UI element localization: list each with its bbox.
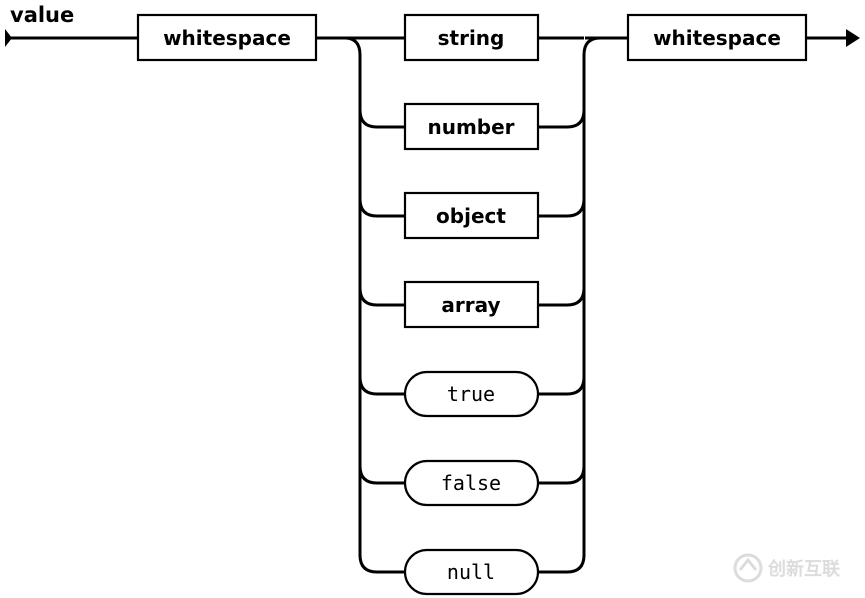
alt-false-node: false (358, 459, 586, 507)
alt-true-node: true (358, 370, 586, 418)
alt-string-node: string (360, 13, 584, 62)
alt-array-label: array (441, 293, 500, 317)
split-rail (344, 36, 362, 557)
diagram-title: value (10, 3, 74, 27)
trailing-whitespace-label: whitespace (653, 26, 781, 50)
alt-object-node: object (358, 191, 586, 240)
alt-number-node: number (358, 102, 586, 151)
alt-string-label: string (438, 26, 505, 50)
alt-null-node: null (358, 548, 586, 596)
leading-whitespace-node: whitespace (136, 13, 318, 62)
alt-false-label: false (441, 471, 501, 495)
trailing-whitespace-node: whitespace (626, 13, 808, 62)
watermark-logo-icon (733, 553, 763, 583)
alt-null-label: null (447, 560, 495, 584)
alt-array-node: array (358, 280, 586, 329)
leading-whitespace-label: whitespace (163, 26, 291, 50)
watermark-text: 创新互联 (767, 558, 840, 580)
alternatives-group: string number object array true (358, 13, 586, 596)
watermark: 创新互联 (733, 553, 840, 583)
alt-number-label: number (427, 115, 514, 139)
alt-object-label: object (436, 204, 506, 228)
exit-arrow-icon (846, 29, 860, 47)
alt-true-label: true (447, 382, 495, 406)
merge-rail (582, 36, 601, 557)
